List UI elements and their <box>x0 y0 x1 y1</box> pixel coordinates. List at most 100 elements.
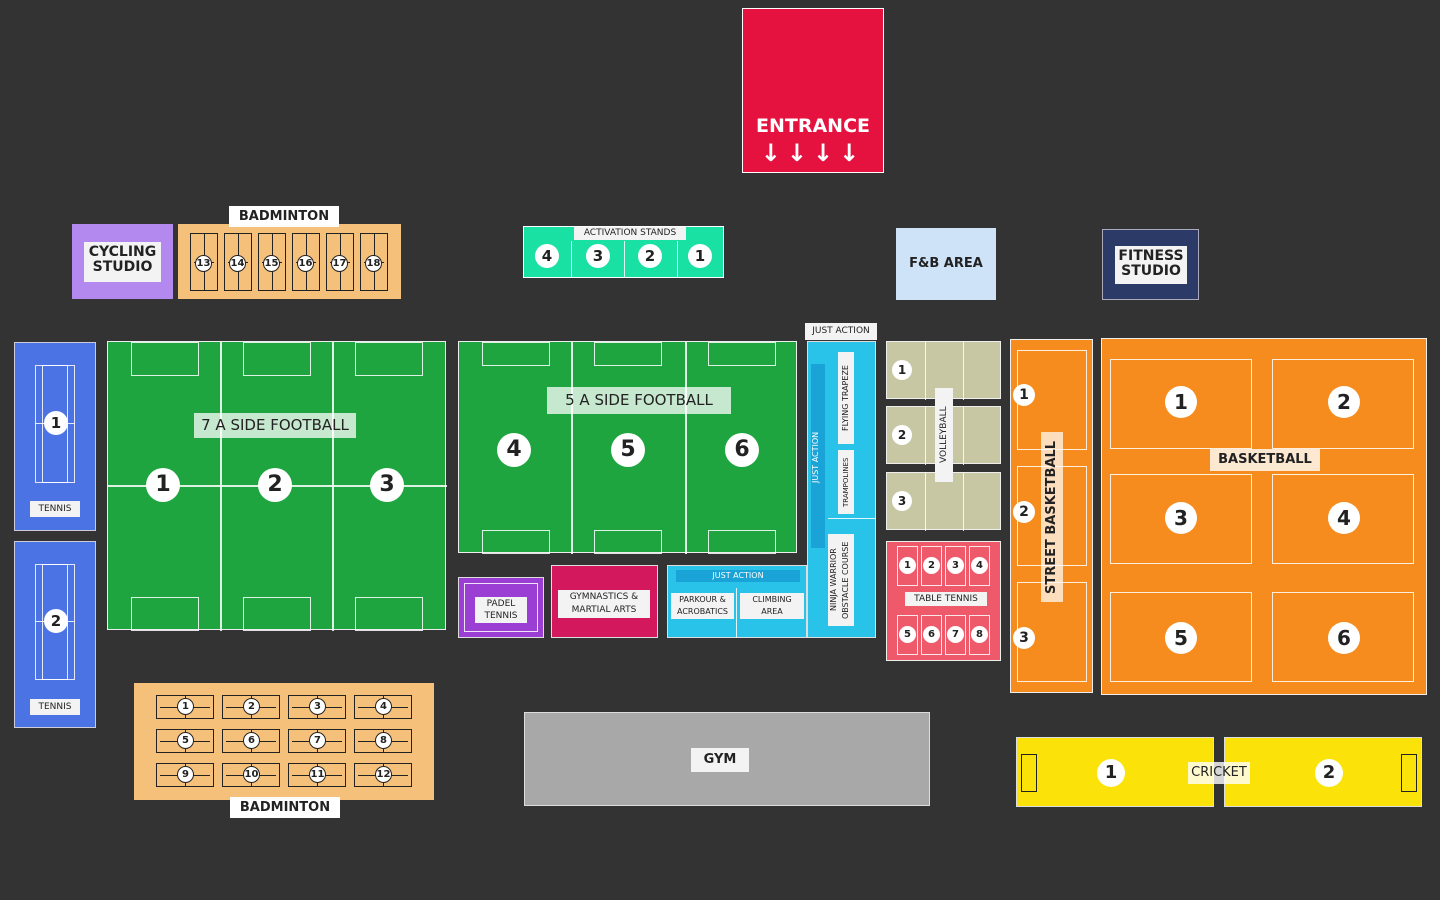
cricket-label: CRICKET <box>1188 762 1250 784</box>
just-action-bottom-header: JUST ACTION <box>676 570 800 582</box>
gym[interactable]: GYM <box>524 712 930 806</box>
table-number: 8 <box>971 626 988 643</box>
table-tennis-label: TABLE TENNIS <box>905 592 987 606</box>
court-number: 17 <box>331 255 348 272</box>
street-basketball[interactable]: 1 2 3 STREET BASKETBALL <box>1010 339 1093 693</box>
volleyball-number: 2 <box>892 425 912 445</box>
pitch-number: 4 <box>497 433 531 467</box>
fitness-studio[interactable]: FITNESS STUDIO <box>1102 229 1199 300</box>
pitch-number: 3 <box>370 468 404 502</box>
basketball-court-number: 1 <box>1165 386 1197 418</box>
table-number: 6 <box>923 626 940 643</box>
cricket-pitch-1[interactable]: 1 <box>1016 737 1214 807</box>
parkour-label: PARKOUR & ACROBATICS <box>671 593 734 619</box>
pitch-number: 6 <box>725 433 759 467</box>
table-number: 5 <box>899 626 916 643</box>
entrance-arrows-icon: ↓↓↓↓ <box>760 139 866 167</box>
five-a-side-football[interactable]: 5 A SIDE FOOTBALL 4 5 6 <box>458 341 797 554</box>
padel-tennis-label: PADEL TENNIS <box>475 597 527 623</box>
just-action-bottom[interactable]: JUST ACTION PARKOUR & ACROBATICS CLIMBIN… <box>667 565 807 638</box>
court-number: 4 <box>375 698 392 715</box>
just-action-zone[interactable]: JUST ACTION FLYING TRAPEZE TRAMPOLINES N… <box>807 341 876 638</box>
court-number: 13 <box>195 255 212 272</box>
just-action-header: JUST ACTION <box>805 323 877 340</box>
table-number: 3 <box>947 557 964 574</box>
cricket-pitch-2[interactable]: 2 <box>1224 737 1422 807</box>
entrance-label: ENTRANCE <box>756 115 870 137</box>
table-number: 7 <box>947 626 964 643</box>
court-number: 7 <box>309 732 326 749</box>
basketball-label: BASKETBALL <box>1210 449 1320 471</box>
court-number: 18 <box>365 255 382 272</box>
street-basketball-label: STREET BASKETBALL <box>1041 432 1063 602</box>
court-number: 5 <box>177 732 194 749</box>
five-a-side-label: 5 A SIDE FOOTBALL <box>547 387 731 414</box>
ninja-warrior-label: NINJA WARRIOR OBSTACLE COURSE <box>828 534 854 626</box>
tennis-label: TENNIS <box>30 699 80 715</box>
tennis-label: TENNIS <box>30 501 80 517</box>
court-number: 8 <box>375 732 392 749</box>
street-court-number: 2 <box>1013 501 1035 523</box>
court-number: 11 <box>309 766 326 783</box>
cricket-number: 1 <box>1097 759 1125 787</box>
climbing-label: CLIMBING AREA <box>740 593 804 619</box>
court-number: 2 <box>243 698 260 715</box>
pitch-number: 5 <box>611 433 645 467</box>
flying-trapeze-label: FLYING TRAPEZE <box>838 352 854 444</box>
table-number: 1 <box>899 557 916 574</box>
badminton-top-label: BADMINTON <box>229 206 339 227</box>
cycling-studio-label: CYCLING STUDIO <box>84 242 161 282</box>
padel-tennis[interactable]: PADEL TENNIS <box>458 577 544 638</box>
pitch-number: 2 <box>258 468 292 502</box>
activation-stands[interactable]: ACTIVATION STANDS 4 3 2 1 <box>523 226 724 278</box>
basketball-court-number: 2 <box>1328 386 1360 418</box>
fb-area[interactable]: F&B AREA <box>896 228 996 300</box>
volleyball-number: 3 <box>892 491 912 511</box>
gymnastics-martial-arts[interactable]: GYMNASTICS & MARTIAL ARTS <box>551 565 658 638</box>
tennis-court-1[interactable]: 1 TENNIS <box>14 342 96 531</box>
tennis-court-2[interactable]: 2 TENNIS <box>14 541 96 728</box>
court-number: 1 <box>177 698 194 715</box>
court-number: 6 <box>243 732 260 749</box>
basketball-court-number: 4 <box>1328 502 1360 534</box>
volleyball-label: VOLLEYBALL <box>935 388 953 482</box>
stand-number: 2 <box>638 244 662 268</box>
gymnastics-label: GYMNASTICS & MARTIAL ARTS <box>558 590 650 618</box>
stand-number: 4 <box>535 244 559 268</box>
seven-a-side-football[interactable]: 7 A SIDE FOOTBALL 1 2 3 <box>107 341 447 631</box>
court-number: 15 <box>263 255 280 272</box>
table-number: 4 <box>971 557 988 574</box>
fb-area-label: F&B AREA <box>909 256 983 271</box>
cycling-studio[interactable]: CYCLING STUDIO <box>72 224 173 299</box>
entrance[interactable]: ENTRANCE ↓↓↓↓ <box>742 8 884 173</box>
court-number: 3 <box>309 698 326 715</box>
basketball-court-number: 3 <box>1165 502 1197 534</box>
volleyball-number: 1 <box>892 360 912 380</box>
street-court-number: 3 <box>1013 627 1035 649</box>
gym-label: GYM <box>691 748 749 772</box>
table-tennis-area[interactable]: 1 2 3 4 TABLE TENNIS 5 6 7 8 <box>886 541 1001 661</box>
stand-number: 1 <box>688 244 712 268</box>
court-number: 14 <box>229 255 246 272</box>
just-action-side-label: JUST ACTION <box>811 431 820 483</box>
stand-number: 3 <box>586 244 610 268</box>
court-number: 9 <box>177 766 194 783</box>
street-court-number: 1 <box>1013 384 1035 406</box>
activation-stands-label: ACTIVATION STANDS <box>574 227 686 240</box>
tennis-number: 1 <box>44 411 68 435</box>
badminton-top[interactable]: 13 14 15 16 17 18 <box>178 224 401 299</box>
seven-a-side-label: 7 A SIDE FOOTBALL <box>194 413 356 438</box>
court-number: 10 <box>243 766 260 783</box>
table-number: 2 <box>923 557 940 574</box>
tennis-number: 2 <box>44 609 68 633</box>
court-number: 12 <box>375 766 392 783</box>
badminton-bottom-label: BADMINTON <box>230 797 340 818</box>
cricket-number: 2 <box>1315 759 1343 787</box>
basketball-court-number: 5 <box>1165 622 1197 654</box>
fitness-studio-label: FITNESS STUDIO <box>1115 246 1187 284</box>
basketball-area[interactable]: 1 2 BASKETBALL 3 4 5 6 <box>1101 338 1427 695</box>
court-number: 16 <box>297 255 314 272</box>
trampolines-label: TRAMPOLINES <box>838 450 854 514</box>
basketball-court-number: 6 <box>1328 622 1360 654</box>
